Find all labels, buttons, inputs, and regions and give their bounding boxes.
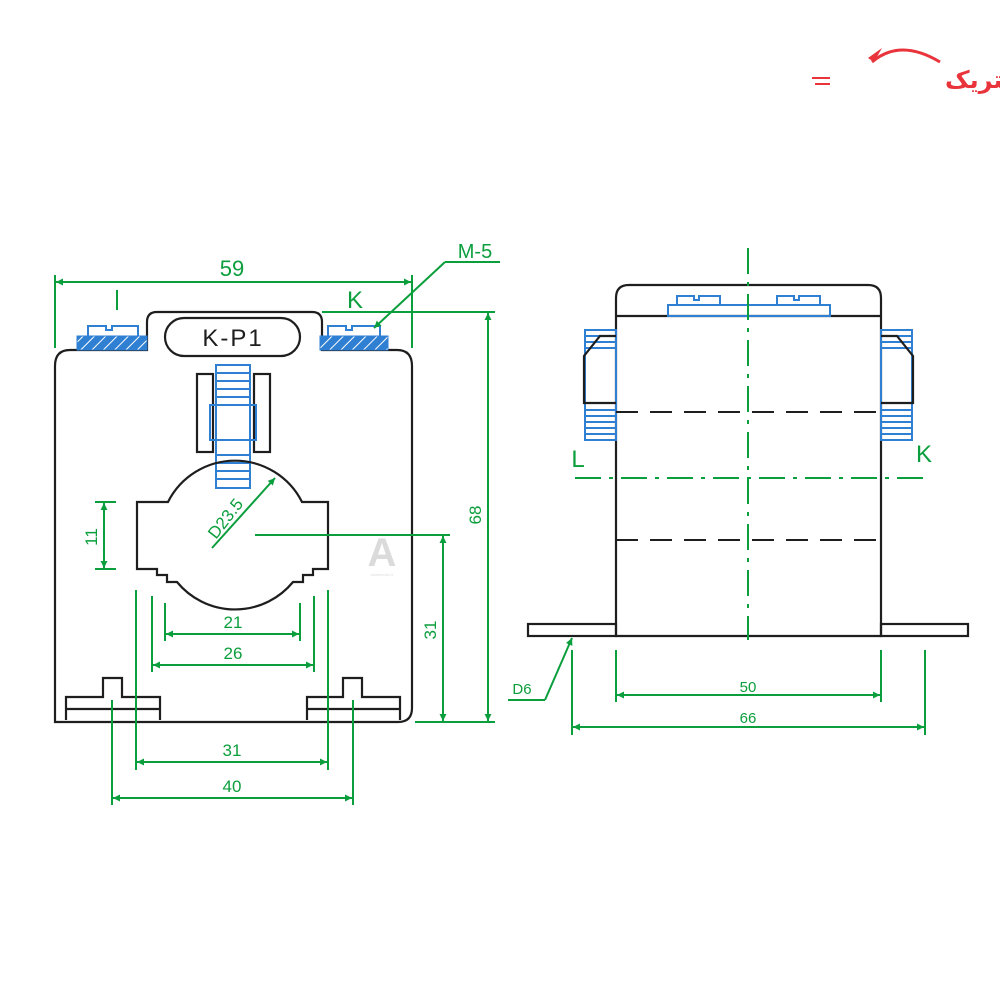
dim-31: 31 [223, 741, 242, 760]
dimension-lines [54, 261, 500, 805]
dim-50: 50 [740, 679, 757, 696]
housing-outline [53, 310, 414, 724]
busbar-clamp [195, 364, 272, 489]
dim-height: 68 [466, 506, 485, 525]
terminal-label-l: l [115, 288, 120, 313]
front-view: K-P1 [53, 241, 500, 805]
model-label-badge [163, 316, 302, 358]
logo-text: آرتاالکتریک [945, 65, 1000, 94]
side-terminal-label-k: K [916, 441, 932, 468]
dim-center-height: 31 [421, 621, 440, 640]
side-terminal-label-l: L [571, 446, 584, 473]
side-dimension-lines [508, 637, 926, 735]
watermark-logo: A artaelectric.ir [368, 531, 397, 577]
dim-66: 66 [740, 710, 757, 727]
terminal-label-k: K [347, 287, 363, 314]
base-flange-right [879, 622, 970, 638]
dim-21: 21 [224, 613, 243, 632]
terminal-left [76, 325, 148, 351]
hole-label: D6 [512, 681, 531, 698]
dim-diameter: D23.5 [204, 495, 247, 542]
side-terminal-right [880, 329, 915, 441]
dim-40: 40 [223, 777, 242, 796]
svg-text:artaelectric.ir: artaelectric.ir [371, 572, 395, 577]
svg-text:A: A [368, 531, 397, 575]
model-label: K-P1 [202, 325, 263, 352]
side-view: L K D6 50 66 [508, 248, 970, 735]
terminal-right [319, 325, 389, 351]
conductor-window [135, 459, 330, 611]
dim-26: 26 [224, 644, 243, 663]
brand-logo: آرتاالکتریک [812, 48, 1000, 94]
dim-width: 59 [220, 256, 244, 281]
side-terminal-left [582, 329, 617, 441]
dim-window-height: 11 [82, 528, 101, 546]
base-flange-left [526, 622, 618, 638]
screw-label: M-5 [458, 241, 492, 263]
